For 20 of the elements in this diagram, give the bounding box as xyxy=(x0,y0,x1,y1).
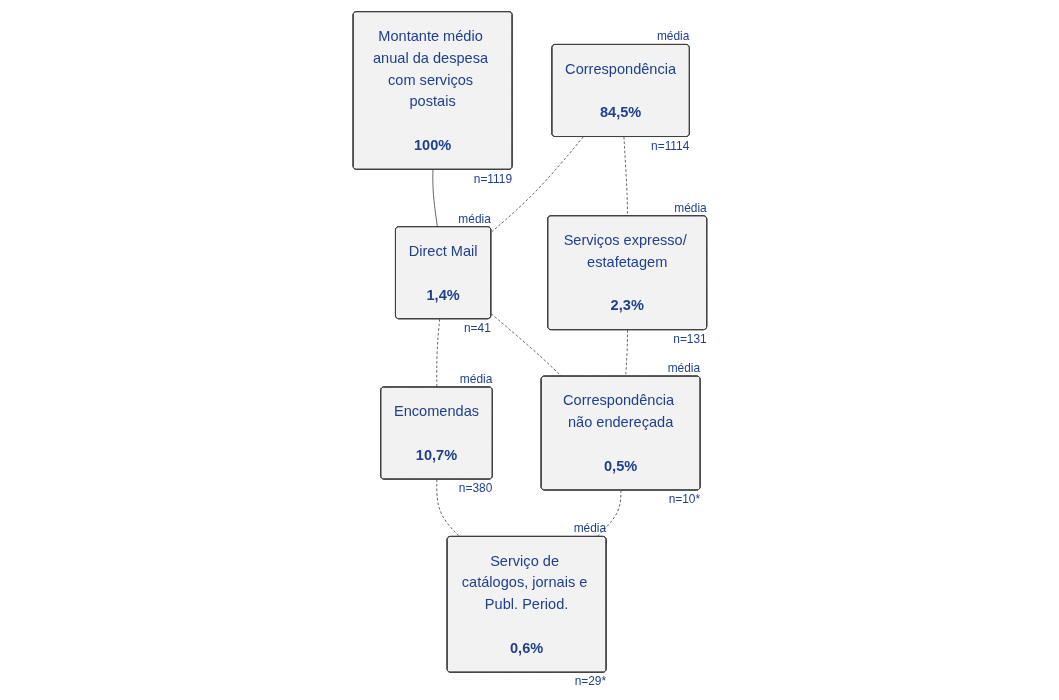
connector xyxy=(431,169,438,228)
sample-size-label: n=29* xyxy=(574,674,606,689)
connector xyxy=(596,489,621,538)
average-label: média xyxy=(573,521,606,536)
connector xyxy=(435,318,440,388)
average-label: média xyxy=(656,29,689,44)
average-label: média xyxy=(667,361,700,376)
sample-size-label: n=131 xyxy=(672,331,707,346)
average-label: média xyxy=(457,211,491,226)
sample-size-label: n=1114 xyxy=(650,138,689,153)
connector xyxy=(490,313,562,377)
sample-size-label: n=1119 xyxy=(473,171,512,186)
connector xyxy=(623,136,628,217)
sample-size-label: n=380 xyxy=(458,481,492,496)
sample-size-label: n=10* xyxy=(668,492,700,507)
connector xyxy=(624,329,628,377)
average-label: média xyxy=(673,200,707,215)
average-label: média xyxy=(459,372,492,386)
sample-size-label: n=41 xyxy=(463,321,491,335)
connector xyxy=(490,136,584,233)
